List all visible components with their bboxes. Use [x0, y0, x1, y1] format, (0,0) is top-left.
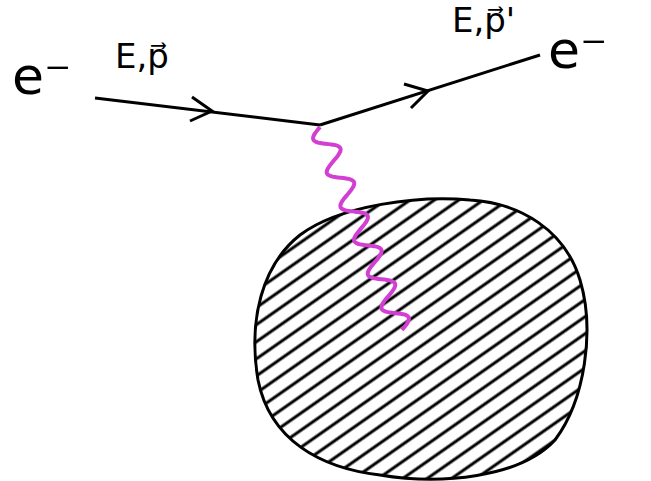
- momentum-label: E,p⃗: [115, 38, 169, 75]
- outgoing-electron-line: [320, 55, 540, 125]
- incoming-electron-line: [95, 98, 320, 125]
- arrowhead: [190, 97, 212, 121]
- photon-line: [313, 127, 409, 330]
- particle-label: e⁻: [548, 22, 607, 79]
- momentum-label: E,p⃗': [452, 2, 515, 39]
- target-blob: [255, 199, 587, 479]
- particle-label: e⁻: [12, 48, 71, 105]
- arrowhead: [404, 84, 428, 108]
